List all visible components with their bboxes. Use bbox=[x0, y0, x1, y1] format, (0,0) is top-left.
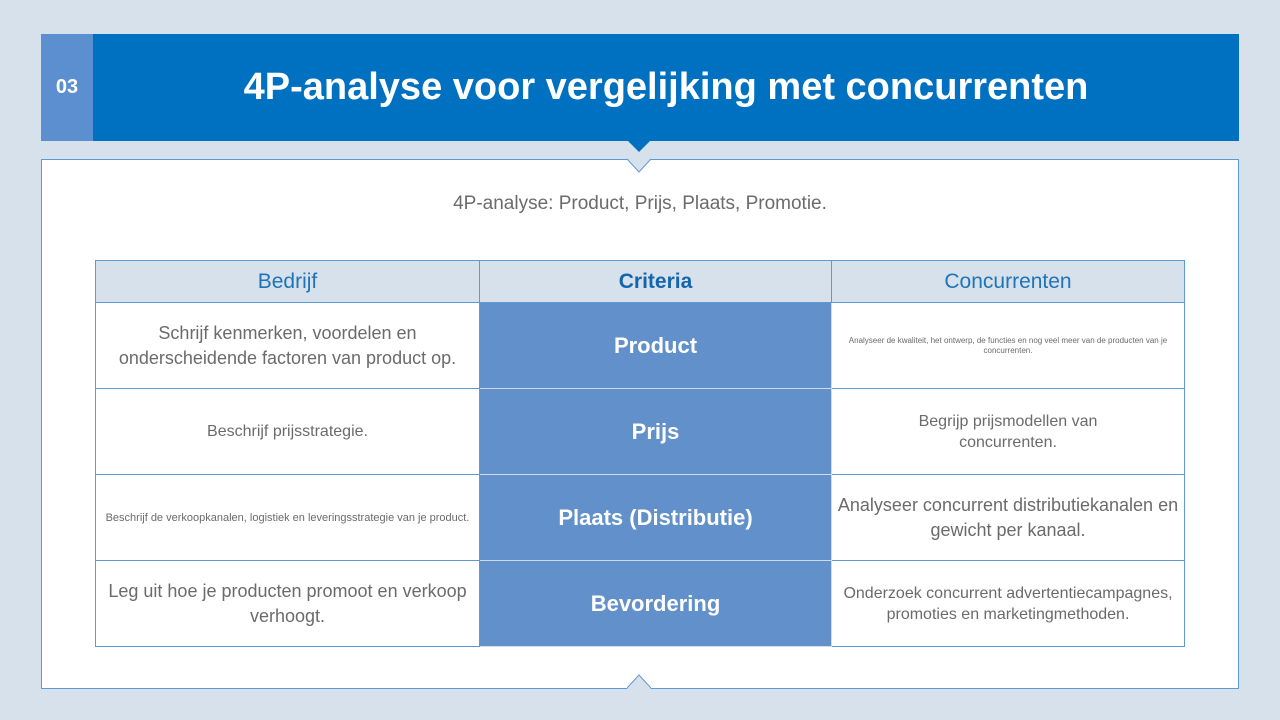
column-header-bedrijf: Bedrijf bbox=[95, 260, 480, 303]
bedrijf-cell: Schrijf kenmerken, voordelen en ondersch… bbox=[95, 302, 480, 389]
bedrijf-cell: Beschrijf prijsstrategie. bbox=[95, 388, 480, 475]
column-header-criteria: Criteria bbox=[479, 260, 832, 303]
concurrenten-cell: Analyseer de kwaliteit, het ontwerp, de … bbox=[831, 302, 1185, 389]
table-row: Schrijf kenmerken, voordelen en ondersch… bbox=[95, 302, 1185, 389]
column-header-concurrenten: Concurrenten bbox=[831, 260, 1185, 303]
bedrijf-cell: Beschrijf de verkoopkanalen, logistiek e… bbox=[95, 474, 480, 561]
concurrenten-cell: Begrijp prijsmodellen van concurrenten. bbox=[831, 388, 1185, 475]
criteria-cell: Plaats (Distributie) bbox=[479, 474, 832, 561]
table-header-row: Bedrijf Criteria Concurrenten bbox=[95, 260, 1185, 303]
criteria-cell: Product bbox=[479, 302, 832, 389]
slide-header: 03 4P-analyse voor vergelijking met conc… bbox=[41, 34, 1239, 141]
panel-notch-bottom-decoration bbox=[627, 674, 651, 689]
subtitle: 4P-analyse: Product, Prijs, Plaats, Prom… bbox=[453, 193, 827, 214]
bedrijf-cell: Leg uit hoe je producten promoot en verk… bbox=[95, 560, 480, 647]
panel-notch-top-decoration bbox=[627, 158, 651, 174]
table-row: Leg uit hoe je producten promoot en verk… bbox=[95, 560, 1185, 647]
header-notch-decoration bbox=[628, 141, 650, 152]
table-row: Beschrijf de verkoopkanalen, logistiek e… bbox=[95, 474, 1185, 561]
criteria-cell: Prijs bbox=[479, 388, 832, 475]
slide-title: 4P-analyse voor vergelijking met concurr… bbox=[243, 66, 1089, 108]
criteria-cell: Bevordering bbox=[479, 560, 832, 647]
table-row: Beschrijf prijsstrategie. Prijs Begrijp … bbox=[95, 388, 1185, 475]
concurrenten-cell: Onderzoek concurrent advertentiecampagne… bbox=[831, 560, 1185, 647]
section-number: 03 bbox=[41, 34, 93, 141]
comparison-table: Bedrijf Criteria Concurrenten Schrijf ke… bbox=[95, 260, 1185, 647]
concurrenten-cell: Analyseer concurrent distributiekanalen … bbox=[831, 474, 1185, 561]
